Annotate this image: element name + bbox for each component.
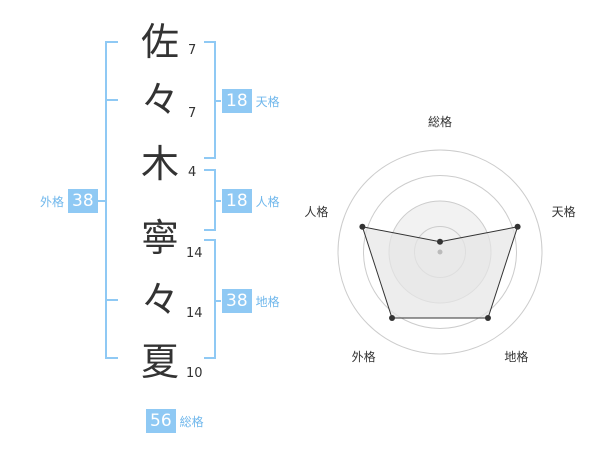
name-char-5: 々 bbox=[140, 278, 179, 322]
jinkaku-badge: 18 人格 bbox=[222, 189, 280, 213]
chikaku-bracket bbox=[204, 239, 216, 359]
soukaku-badge: 56 総格 bbox=[146, 409, 204, 433]
radar-center-dot bbox=[437, 249, 443, 255]
radar-axis-label-3: 外格 bbox=[352, 349, 376, 364]
gaikaku-badge: 外格 38 bbox=[40, 189, 98, 213]
stroke-count-1: 7 bbox=[188, 43, 197, 58]
soukaku-value: 56 bbox=[146, 409, 176, 433]
radar-point-3 bbox=[389, 315, 396, 322]
gaikaku-value: 38 bbox=[68, 189, 98, 213]
radar-polygon bbox=[361, 226, 519, 319]
chikaku-label: 地格 bbox=[255, 294, 280, 309]
name-char-1: 佐 bbox=[140, 20, 179, 64]
chikaku-badge: 38 地格 bbox=[222, 289, 280, 313]
radar-point-0 bbox=[437, 238, 443, 245]
radar-point-4 bbox=[359, 223, 366, 230]
radar-point-1 bbox=[514, 223, 521, 230]
stroke-count-6: 10 bbox=[186, 366, 203, 381]
gaikaku-label: 外格 bbox=[40, 194, 65, 209]
chikaku-value: 38 bbox=[222, 289, 252, 313]
tenkaku-bracket bbox=[204, 41, 216, 159]
jinkaku-bracket bbox=[204, 169, 216, 231]
name-char-4: 寧 bbox=[140, 216, 179, 260]
stroke-count-3: 4 bbox=[188, 165, 197, 180]
name-char-2: 々 bbox=[140, 78, 179, 122]
radar-ring-4 bbox=[337, 149, 543, 355]
tenkaku-label: 天格 bbox=[255, 94, 280, 109]
gaikaku-bracket bbox=[105, 41, 118, 359]
jinkaku-value: 18 bbox=[222, 189, 252, 213]
radar-axis-label-0: 総格 bbox=[428, 114, 452, 129]
radar-axis-label-2: 地格 bbox=[504, 349, 528, 364]
radar-ring-3 bbox=[363, 175, 517, 329]
name-char-6: 夏 bbox=[140, 340, 179, 384]
bracket-lines bbox=[96, 41, 221, 359]
radar-axis-label-1: 天格 bbox=[552, 204, 576, 219]
jinkaku-label: 人格 bbox=[255, 194, 280, 209]
stroke-count-5: 14 bbox=[186, 306, 203, 321]
tenkaku-badge: 18 天格 bbox=[222, 89, 280, 113]
radar-points bbox=[359, 223, 521, 322]
radar-point-2 bbox=[484, 315, 491, 322]
name-char-3: 木 bbox=[140, 142, 179, 186]
stroke-count-4: 14 bbox=[186, 246, 203, 261]
tenkaku-value: 18 bbox=[222, 89, 252, 113]
stroke-count-2: 7 bbox=[188, 106, 197, 121]
radar-axis-label-4: 人格 bbox=[304, 204, 328, 219]
soukaku-label: 総格 bbox=[179, 414, 204, 429]
